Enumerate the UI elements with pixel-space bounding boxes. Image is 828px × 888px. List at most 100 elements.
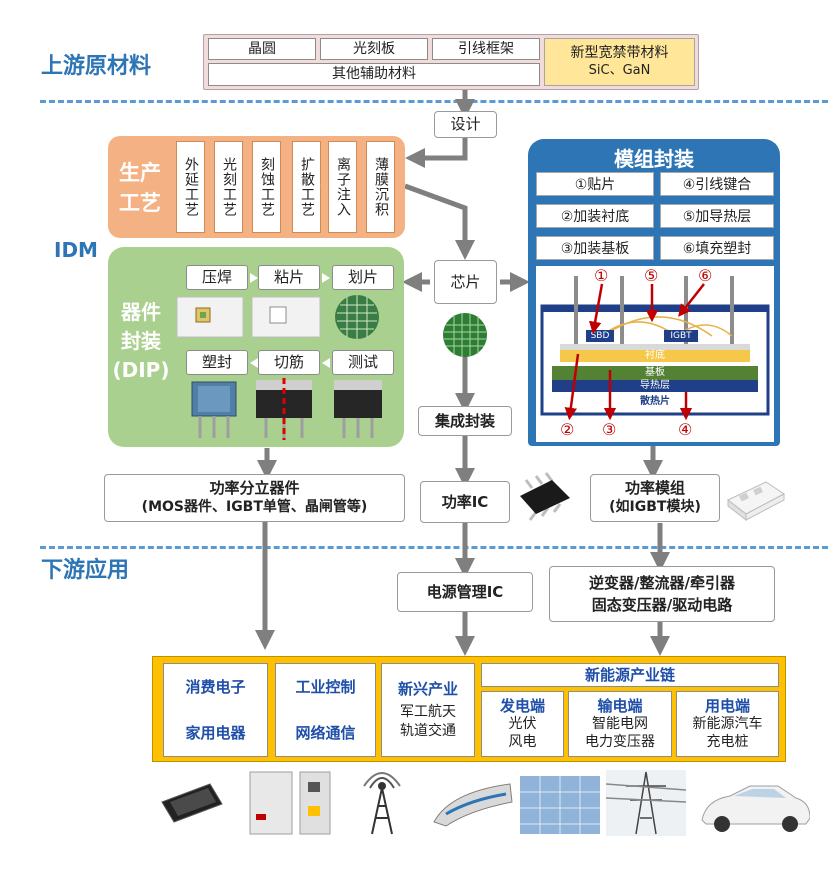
dip-step-trimming: 切筋	[258, 350, 320, 375]
material-mask: 光刻板	[320, 38, 428, 60]
dip-step-bonding: 压焊	[186, 265, 248, 290]
dip-step-testing: 测试	[332, 350, 394, 375]
igbt-module-icon	[727, 481, 785, 522]
arrow-design-production	[405, 138, 468, 168]
app-transmission-sub1: 智能电网	[592, 716, 648, 732]
label-substrate: 衬底	[645, 350, 665, 361]
wafer-icon	[443, 313, 487, 357]
app-consumer-box: 消费电子 家用电器	[163, 663, 268, 757]
marker-5: ⑤	[644, 266, 659, 285]
leadframe-icon	[176, 296, 321, 338]
app-generation-sub1: 光伏	[508, 716, 537, 732]
packaged-device-icons	[191, 378, 382, 440]
app-network: 网络通信	[295, 723, 356, 742]
stage-label-upstream: 上游原材料	[41, 54, 152, 79]
app-transmission: 输电端	[597, 697, 643, 715]
arrow-production-chip	[404, 183, 475, 260]
inverters-box: 逆变器/整流器/牵引器 固态变压器/驱动电路	[549, 566, 775, 622]
module-cross-section: SBD IGBT 衬底 基板 导热层 散热片 ① ⑤ ⑥ ② ③ ④	[536, 266, 774, 442]
app-emerging-sub1: 军工航天	[400, 703, 456, 720]
app-emerging-box: 新兴产业 军工航天 轨道交通	[381, 663, 475, 757]
production-step-diffusion: 扩散工艺	[292, 141, 321, 233]
transformers-label: 固态变压器/驱动电路	[591, 596, 733, 614]
label-thermal-layer: 导热层	[640, 380, 670, 391]
material-wafer: 晶圆	[208, 38, 316, 60]
app-generation: 发电端	[499, 697, 545, 715]
application-icons	[161, 770, 810, 836]
app-appliance: 家用电器	[185, 723, 246, 742]
app-nev-chain: 新能源产业链	[481, 663, 779, 687]
label-heatsink: 散热片	[640, 396, 670, 407]
app-transmission-sub2: 电力变压器	[585, 734, 655, 750]
marker-3: ③	[602, 420, 617, 439]
module-step-baseplate: ③加装基板	[536, 236, 654, 260]
marker-4: ④	[678, 420, 693, 439]
stage-label-downstream: 下游应用	[41, 558, 130, 583]
dip-title: 器件 封装 (DIP)	[112, 300, 170, 382]
discrete-devices-box: 功率分立器件 (MOS器件、IGBT单管、晶闸管等)	[104, 474, 405, 522]
marker-6: ⑥	[698, 266, 713, 285]
label-baseplate: 基板	[645, 367, 665, 378]
app-emerging-sub2: 轨道交通	[400, 722, 456, 739]
app-consumption-sub1: 新能源汽车	[692, 716, 763, 732]
module-step-mount: ①贴片	[536, 172, 654, 196]
power-module-box: 功率模组 (如IGBT模块)	[590, 474, 720, 522]
cell-tower-icon	[363, 772, 401, 835]
smartphone-icon	[161, 783, 223, 823]
power-tower-icon	[605, 770, 687, 836]
dip-step-molding: 塑封	[186, 350, 248, 375]
power-module-sub: (如IGBT模块)	[609, 499, 701, 515]
solar-panel-icon	[520, 776, 600, 834]
inverters-label: 逆变器/整流器/牵引器	[589, 574, 735, 592]
power-module-label: 功率模组	[624, 479, 685, 497]
module-callout-arrows	[564, 283, 705, 421]
app-generation-box: 发电端 光伏 风电	[481, 691, 564, 757]
label-igbt: IGBT	[664, 330, 698, 342]
app-transmission-box: 输电端 智能电网 电力变压器	[568, 691, 672, 757]
app-industrial-box: 工业控制 网络通信	[275, 663, 376, 757]
material-wide-bandgap: 新型宽禁带材料 SiC、GaN	[544, 38, 695, 86]
high-speed-train-icon	[433, 783, 513, 827]
marker-2: ②	[560, 420, 575, 439]
app-industrial: 工业控制	[295, 677, 356, 696]
production-step-lithography: 光刻工艺	[214, 141, 243, 233]
module-title: 模组封装	[614, 147, 694, 171]
material-aux: 其他辅助材料	[208, 63, 540, 86]
material-wide-bandgap-label: 新型宽禁带材料	[570, 45, 669, 61]
app-consumer: 消费电子	[185, 677, 246, 696]
app-emerging: 新兴产业	[397, 679, 458, 698]
discrete-devices-sub: (MOS器件、IGBT单管、晶闸管等)	[141, 499, 368, 515]
app-consumption-box: 用电端 新能源汽车 充电桩	[676, 691, 779, 757]
production-step-thin-film: 薄膜沉积	[366, 141, 395, 233]
wafer-small-icon	[335, 295, 379, 339]
app-consumption: 用电端	[704, 697, 750, 715]
module-cross-section-drawing	[540, 276, 770, 416]
production-step-epitaxy: 外延工艺	[176, 141, 205, 233]
chip-box: 芯片	[434, 260, 497, 304]
module-step-wire-bond: ④引线键合	[660, 172, 774, 196]
production-title: 生产 工艺	[119, 161, 161, 215]
material-leadframe: 引线框架	[432, 38, 540, 60]
integrated-package-box: 集成封装	[418, 406, 512, 436]
separator-upstream	[40, 100, 828, 103]
power-ic-chip-icon	[520, 472, 570, 521]
dip-step-dicing: 划片	[332, 265, 394, 290]
electric-car-icon	[701, 785, 810, 832]
material-wide-bandgap-sub: SiC、GaN	[588, 63, 651, 78]
production-step-etching: 刻蚀工艺	[252, 141, 281, 233]
pmic-box: 电源管理IC	[397, 572, 533, 612]
module-step-substrate: ②加装衬底	[536, 204, 654, 228]
separator-downstream	[40, 546, 828, 549]
power-ic-box: 功率IC	[420, 481, 510, 523]
dip-step-die-attach: 粘片	[258, 265, 320, 290]
stage-label-idm: IDM	[54, 238, 98, 262]
ups-device-icon	[249, 771, 331, 835]
app-consumption-sub2: 充电桩	[706, 734, 749, 750]
module-step-encapsulation: ⑥填充塑封	[660, 236, 774, 260]
production-step-ion-implant: 离子注入	[328, 141, 357, 233]
app-generation-sub2: 风电	[508, 734, 537, 750]
module-step-thermal-layer: ⑤加导热层	[660, 204, 774, 228]
